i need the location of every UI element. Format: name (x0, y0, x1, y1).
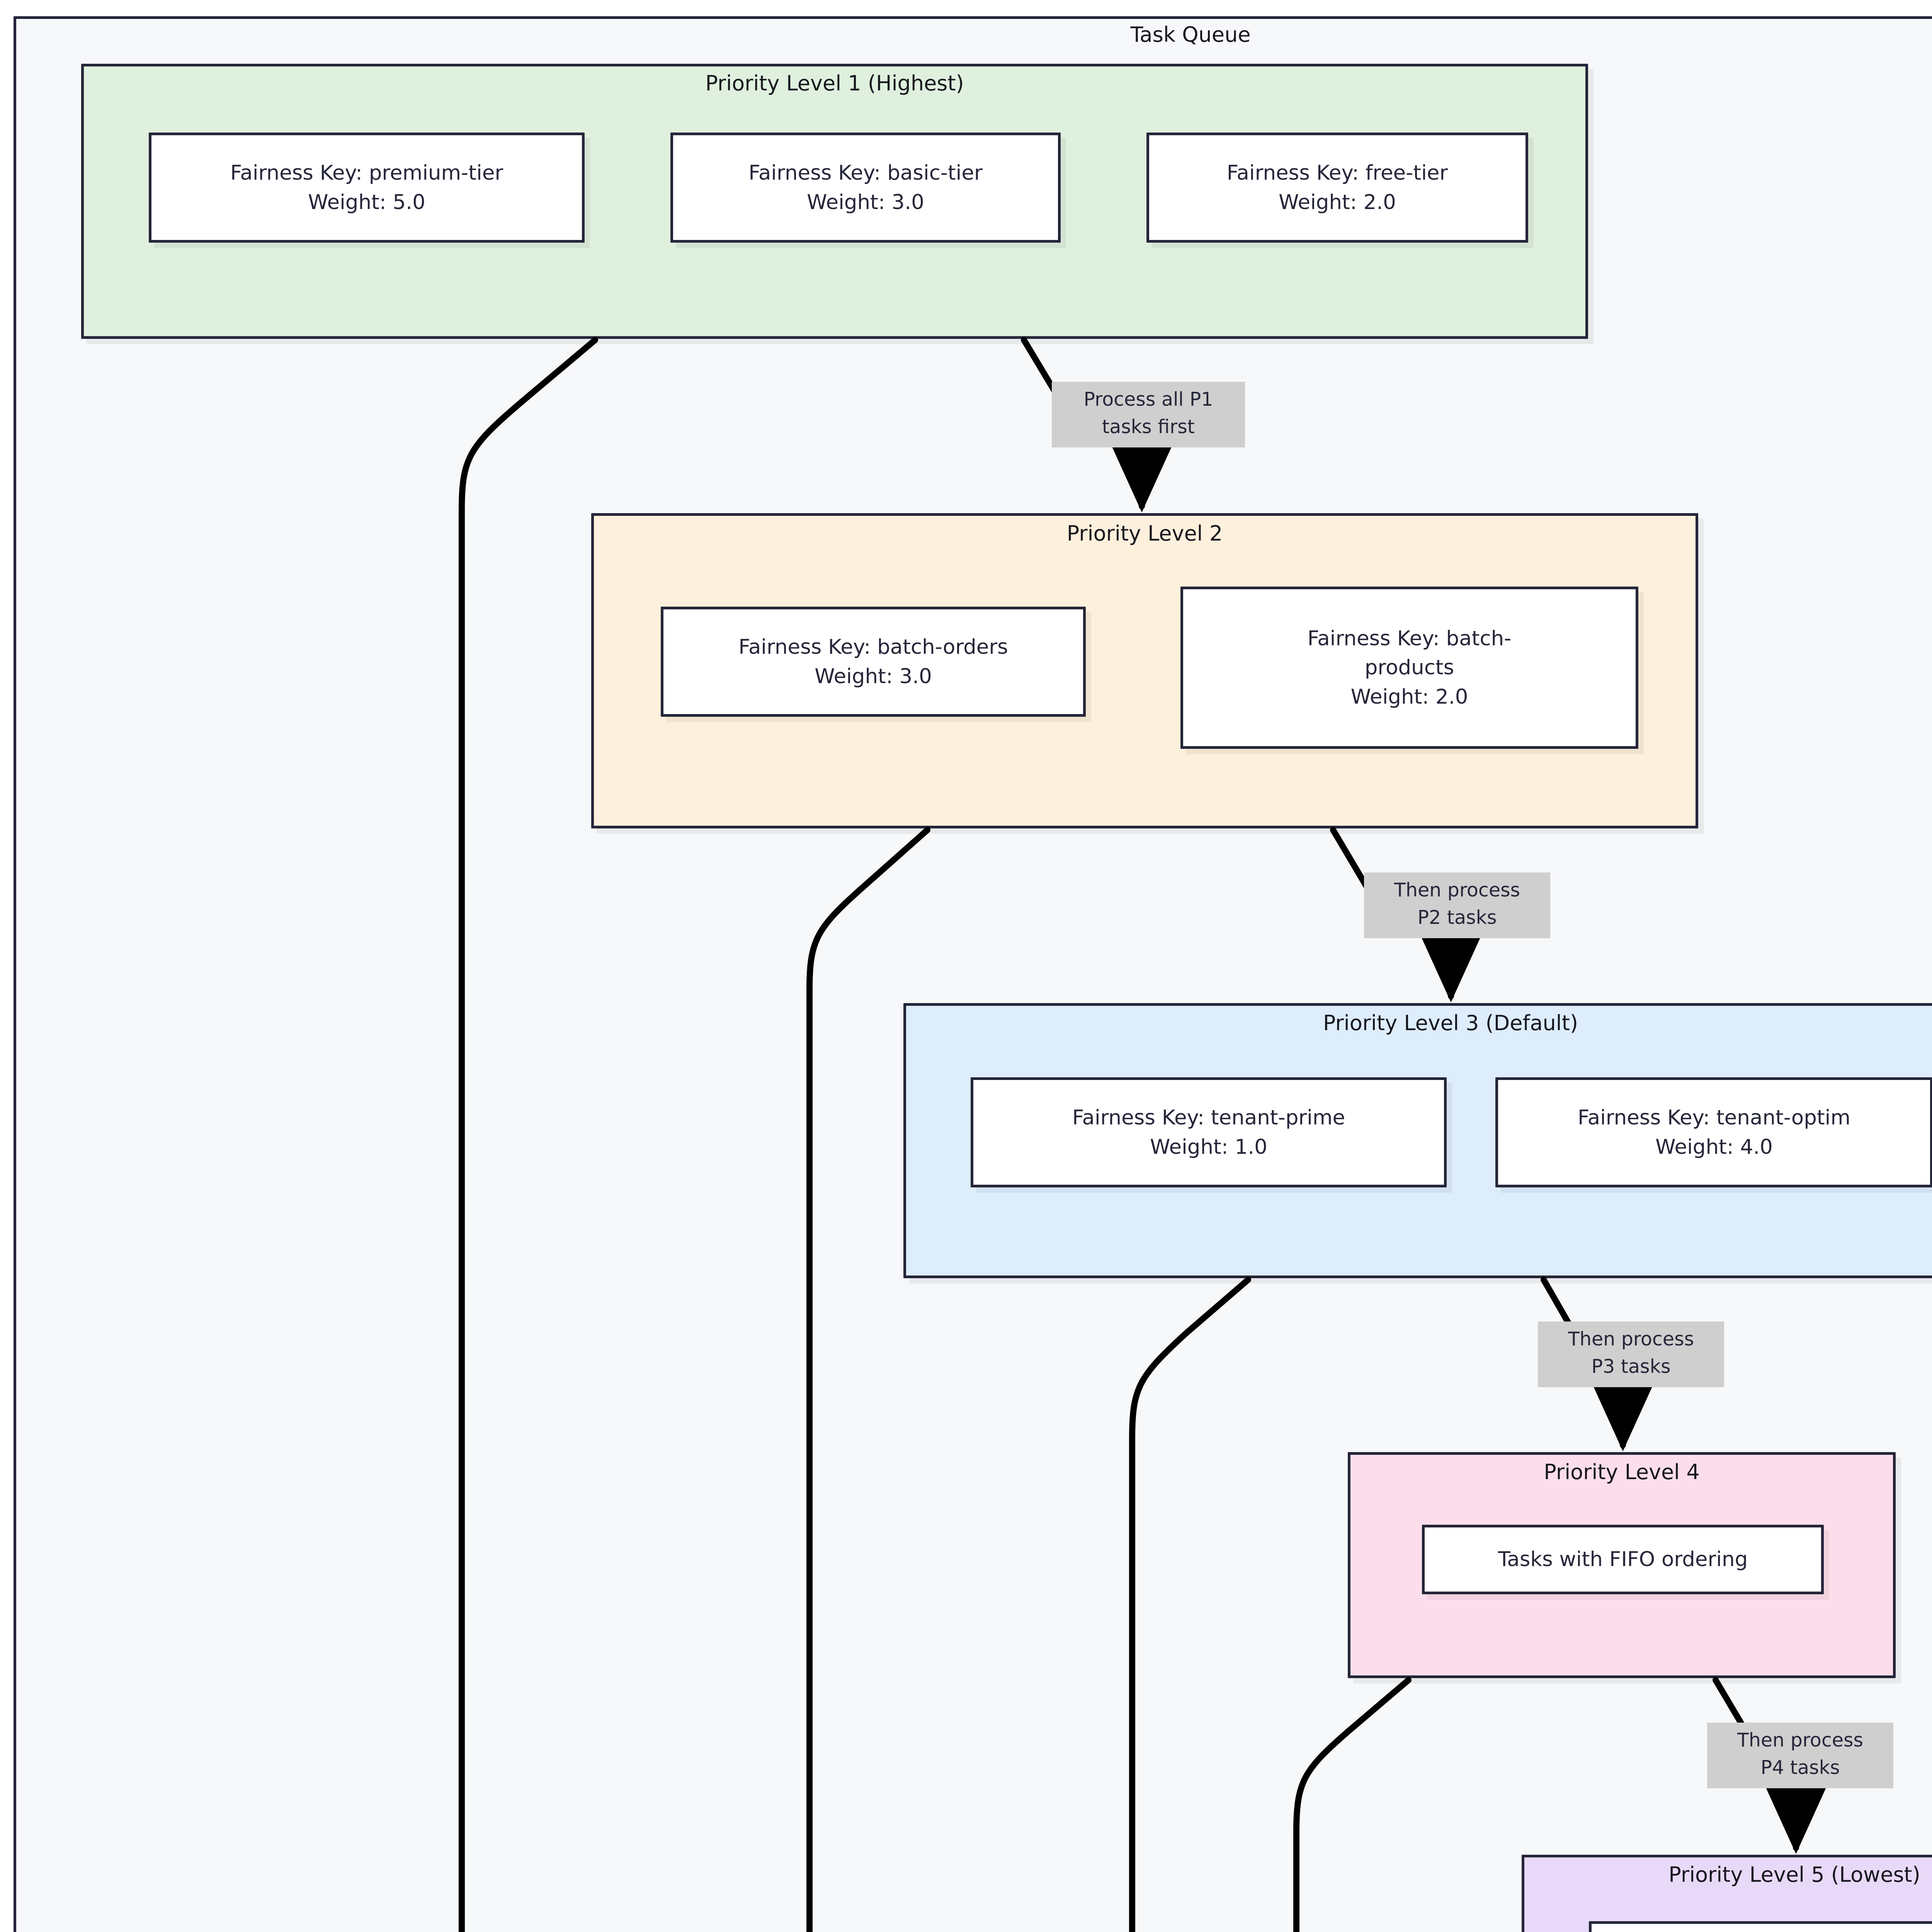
edge-label-line: P4 tasks (1760, 1757, 1840, 1779)
edge-label-line: tasks first (1102, 416, 1195, 438)
edge-label-line: Then process (1737, 1729, 1864, 1751)
node-p2-batch-orders: Fairness Key: batch-orders Weight: 3.0 (661, 607, 1086, 717)
node-p1-premium-tier: Fairness Key: premium-tier Weight: 5.0 (149, 133, 585, 243)
edge-label-then-process-p2: Then process P2 tasks (1364, 872, 1550, 938)
edge-p1-to-workers (459, 337, 598, 1932)
node-p3-tenant-optim: Fairness Key: tenant-optim Weight: 4.0 (1495, 1077, 1932, 1187)
cluster-priority-level-3-title: Priority Level 3 (Default) (1323, 1011, 1578, 1035)
node-line: Fairness Key: tenant-prime (1072, 1106, 1345, 1130)
node-line: products (1364, 656, 1454, 680)
cluster-priority-level-4-title: Priority Level 4 (1544, 1460, 1700, 1484)
node-line: Fairness Key: tenant-optim (1577, 1106, 1851, 1130)
node-line: Weight: 2.0 (1350, 685, 1468, 709)
cluster-priority-level-1-title: Priority Level 1 (Highest) (705, 71, 964, 95)
edge-label-then-process-p4: Then process P4 tasks (1707, 1723, 1893, 1788)
cluster-priority-level-5-title: Priority Level 5 (Lowest) (1668, 1862, 1920, 1887)
node-p5-fifo: Tasks with FIFO ordering (1589, 1921, 1932, 1932)
edge-label-line: P2 tasks (1417, 906, 1497, 929)
edge-label-line: Then process (1568, 1328, 1694, 1350)
node-line: Weight: 1.0 (1150, 1135, 1267, 1159)
node-p4-fifo: Tasks with FIFO ordering (1422, 1525, 1824, 1594)
node-p2-batch-products: Fairness Key: batch- products Weight: 2.… (1180, 587, 1638, 749)
edge-p3-to-workers (1129, 1277, 1251, 1932)
node-line: Fairness Key: premium-tier (230, 161, 503, 185)
edge-p4-to-workers (1293, 1677, 1412, 1932)
cluster-task-queue-title: Task Queue (1130, 22, 1251, 47)
edge-label-line: Process all P1 (1083, 388, 1213, 410)
cluster-priority-level-5 (1522, 1855, 1932, 1932)
node-p1-free-tier: Fairness Key: free-tier Weight: 2.0 (1146, 133, 1528, 243)
node-line: Fairness Key: batch- (1307, 627, 1512, 651)
node-line: Weight: 3.0 (807, 190, 924, 214)
node-line: Fairness Key: free-tier (1226, 161, 1448, 185)
node-p3-tenant-prime: Fairness Key: tenant-prime Weight: 1.0 (971, 1077, 1447, 1187)
cluster-priority-level-2-title: Priority Level 2 (1066, 521, 1223, 546)
edge-label-line: P3 tasks (1591, 1355, 1671, 1378)
edge-label-process-all-p1: Process all P1 tasks first (1052, 382, 1245, 447)
node-line: Weight: 2.0 (1279, 190, 1396, 214)
edge-label-then-process-p3: Then process P3 tasks (1538, 1321, 1724, 1387)
edge-label-line: Then process (1394, 879, 1520, 901)
node-line: Tasks with FIFO ordering (1498, 1548, 1748, 1571)
edge-p2-to-workers (806, 827, 930, 1932)
node-line: Weight: 3.0 (815, 664, 932, 688)
node-line: Fairness Key: batch-orders (738, 635, 1008, 659)
node-line: Weight: 5.0 (308, 190, 425, 214)
node-p1-basic-tier: Fairness Key: basic-tier Weight: 3.0 (670, 133, 1061, 243)
node-line: Fairness Key: basic-tier (748, 161, 983, 185)
node-line: Weight: 4.0 (1655, 1135, 1773, 1159)
